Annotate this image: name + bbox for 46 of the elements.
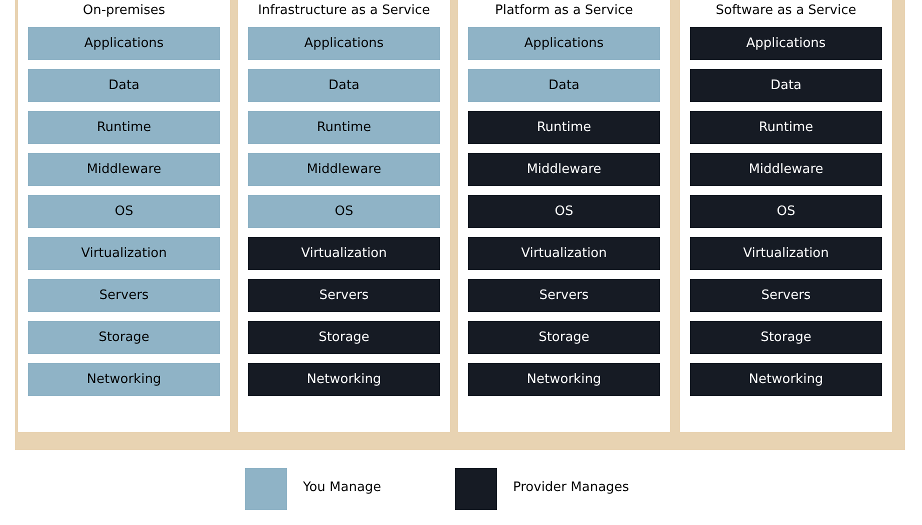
layer-box: Networking [468,363,660,396]
layer-box: OS [468,195,660,228]
layer-box: Applications [248,27,440,60]
layer-box: Middleware [28,153,220,186]
column-heading: Software as a Service [714,2,858,20]
layer-box: Runtime [690,111,882,144]
layer-box: OS [248,195,440,228]
layer-box: Applications [468,27,660,60]
layer-box: Networking [28,363,220,396]
layer-box: OS [690,195,882,228]
layer-box: Servers [690,279,882,312]
legend-label: You Manage [303,480,382,495]
column-panel [680,0,892,432]
layer-box: Virtualization [468,237,660,270]
layer-box: Data [28,69,220,102]
layer-box: Applications [690,27,882,60]
layer-box: Data [468,69,660,102]
layer-box: Servers [28,279,220,312]
column-panel [18,0,230,432]
layer-box: OS [28,195,220,228]
layer-box: Runtime [28,111,220,144]
layer-box: Data [248,69,440,102]
layer-box: Networking [248,363,440,396]
layer-box: Storage [468,321,660,354]
layer-box: Middleware [248,153,440,186]
legend-label: Provider Manages [513,480,630,495]
layer-box: Virtualization [248,237,440,270]
layer-box: Storage [690,321,882,354]
layer-box: Middleware [690,153,882,186]
column-heading: On-premises [82,2,166,20]
column-heading: Platform as a Service [494,2,634,20]
layer-box: Data [690,69,882,102]
layer-box: Servers [468,279,660,312]
layer-box: Storage [248,321,440,354]
layer-box: Runtime [248,111,440,144]
column-panel [238,0,450,432]
layer-box: Virtualization [690,237,882,270]
layer-box: Applications [28,27,220,60]
layer-box: Runtime [468,111,660,144]
layer-box: Virtualization [28,237,220,270]
layer-box: Servers [248,279,440,312]
column-heading: Infrastructure as a Service [256,2,432,20]
column-panel [458,0,670,432]
layer-box: Storage [28,321,220,354]
layer-box: Networking [690,363,882,396]
layer-box: Middleware [468,153,660,186]
